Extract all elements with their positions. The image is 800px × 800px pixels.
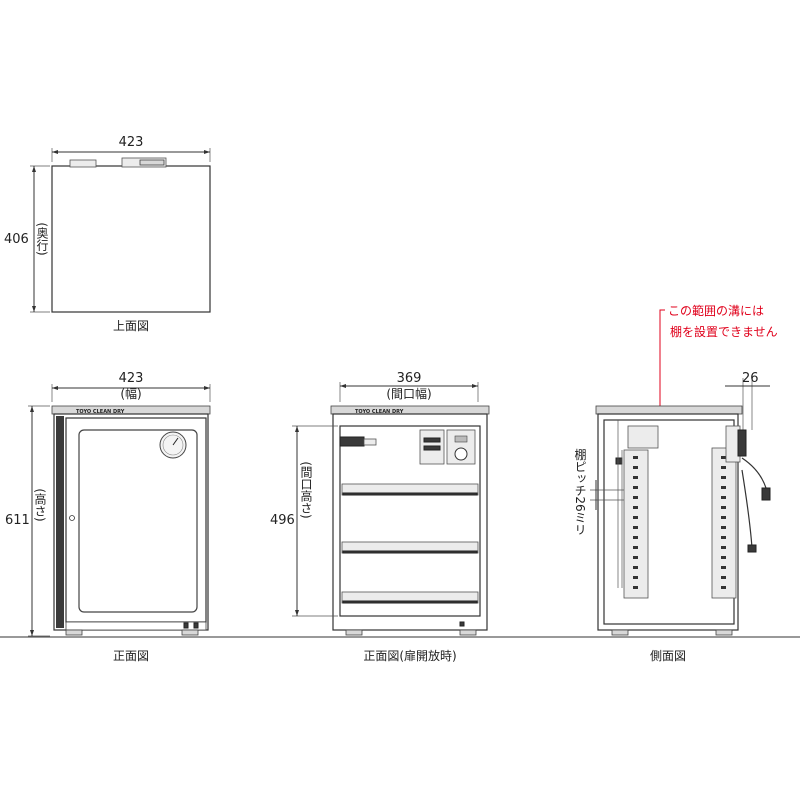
top-view-body	[51, 165, 211, 313]
front-hinge-strip	[56, 416, 64, 628]
front-foot-right	[181, 629, 199, 636]
open-view-caption: 正面図(扉開放時)	[363, 648, 456, 663]
top-depth-value: 406	[4, 232, 29, 247]
side-dry-unit	[627, 425, 659, 449]
side-top-plate	[595, 405, 743, 415]
side-view: この範囲の溝には 棚を設置できません 26	[573, 303, 778, 663]
open-dial-icon	[454, 447, 468, 461]
open-height-value: 496	[270, 513, 295, 528]
side-view-caption: 側面図	[650, 649, 686, 663]
side-foot-left	[611, 629, 629, 636]
side-foot-right	[715, 629, 733, 636]
rail-slots	[633, 456, 726, 589]
shelf-pitch-label: 棚ピッチ26ミリ	[573, 447, 587, 536]
front-width-value: 423	[119, 371, 144, 386]
open-dry-unit	[339, 436, 365, 447]
front-view-caption: 正面図	[113, 649, 149, 663]
front-door-lock-icon	[69, 515, 75, 521]
front-switch-2	[193, 622, 199, 629]
power-plug-icon	[761, 487, 771, 501]
open-width-value: 369	[397, 371, 422, 386]
open-height-label: (間口高さ)	[299, 461, 313, 518]
top-width-value: 423	[119, 135, 144, 150]
front-foot-left	[65, 629, 83, 636]
open-foot-right	[459, 629, 477, 636]
power-cable	[741, 457, 767, 489]
front-door-window	[78, 429, 198, 613]
front-open-view: 369 (間口幅) TOYO CLEAN DRY 496 (間口高さ	[270, 371, 490, 663]
side-note-line1: この範囲の溝には	[668, 303, 764, 318]
front-view: 423 (幅) TOYO CLEAN DRY 611 (高さ) 正面図	[5, 371, 211, 663]
open-foot-left	[345, 629, 363, 636]
side-rail-right	[711, 447, 737, 599]
top-view: 423 406 (奥行) 上面図	[4, 135, 211, 333]
top-view-caption: 上面図	[113, 319, 149, 333]
front-width-label: (幅)	[120, 386, 141, 401]
front-height-value: 611	[5, 513, 30, 528]
front-brand-logo: TOYO CLEAN DRY	[76, 409, 125, 415]
side-rail-left	[623, 449, 649, 599]
side-depth-value: 26	[742, 371, 759, 386]
top-handle-left	[69, 159, 97, 168]
top-depth-label: (奥行)	[35, 222, 49, 255]
open-brand-logo: TOYO CLEAN DRY	[355, 409, 404, 415]
open-width-label: (間口幅)	[386, 386, 431, 401]
front-switch-1	[183, 622, 189, 629]
front-height-label: (高さ)	[33, 488, 47, 521]
side-note-line2: 棚を設置できません	[670, 324, 778, 339]
